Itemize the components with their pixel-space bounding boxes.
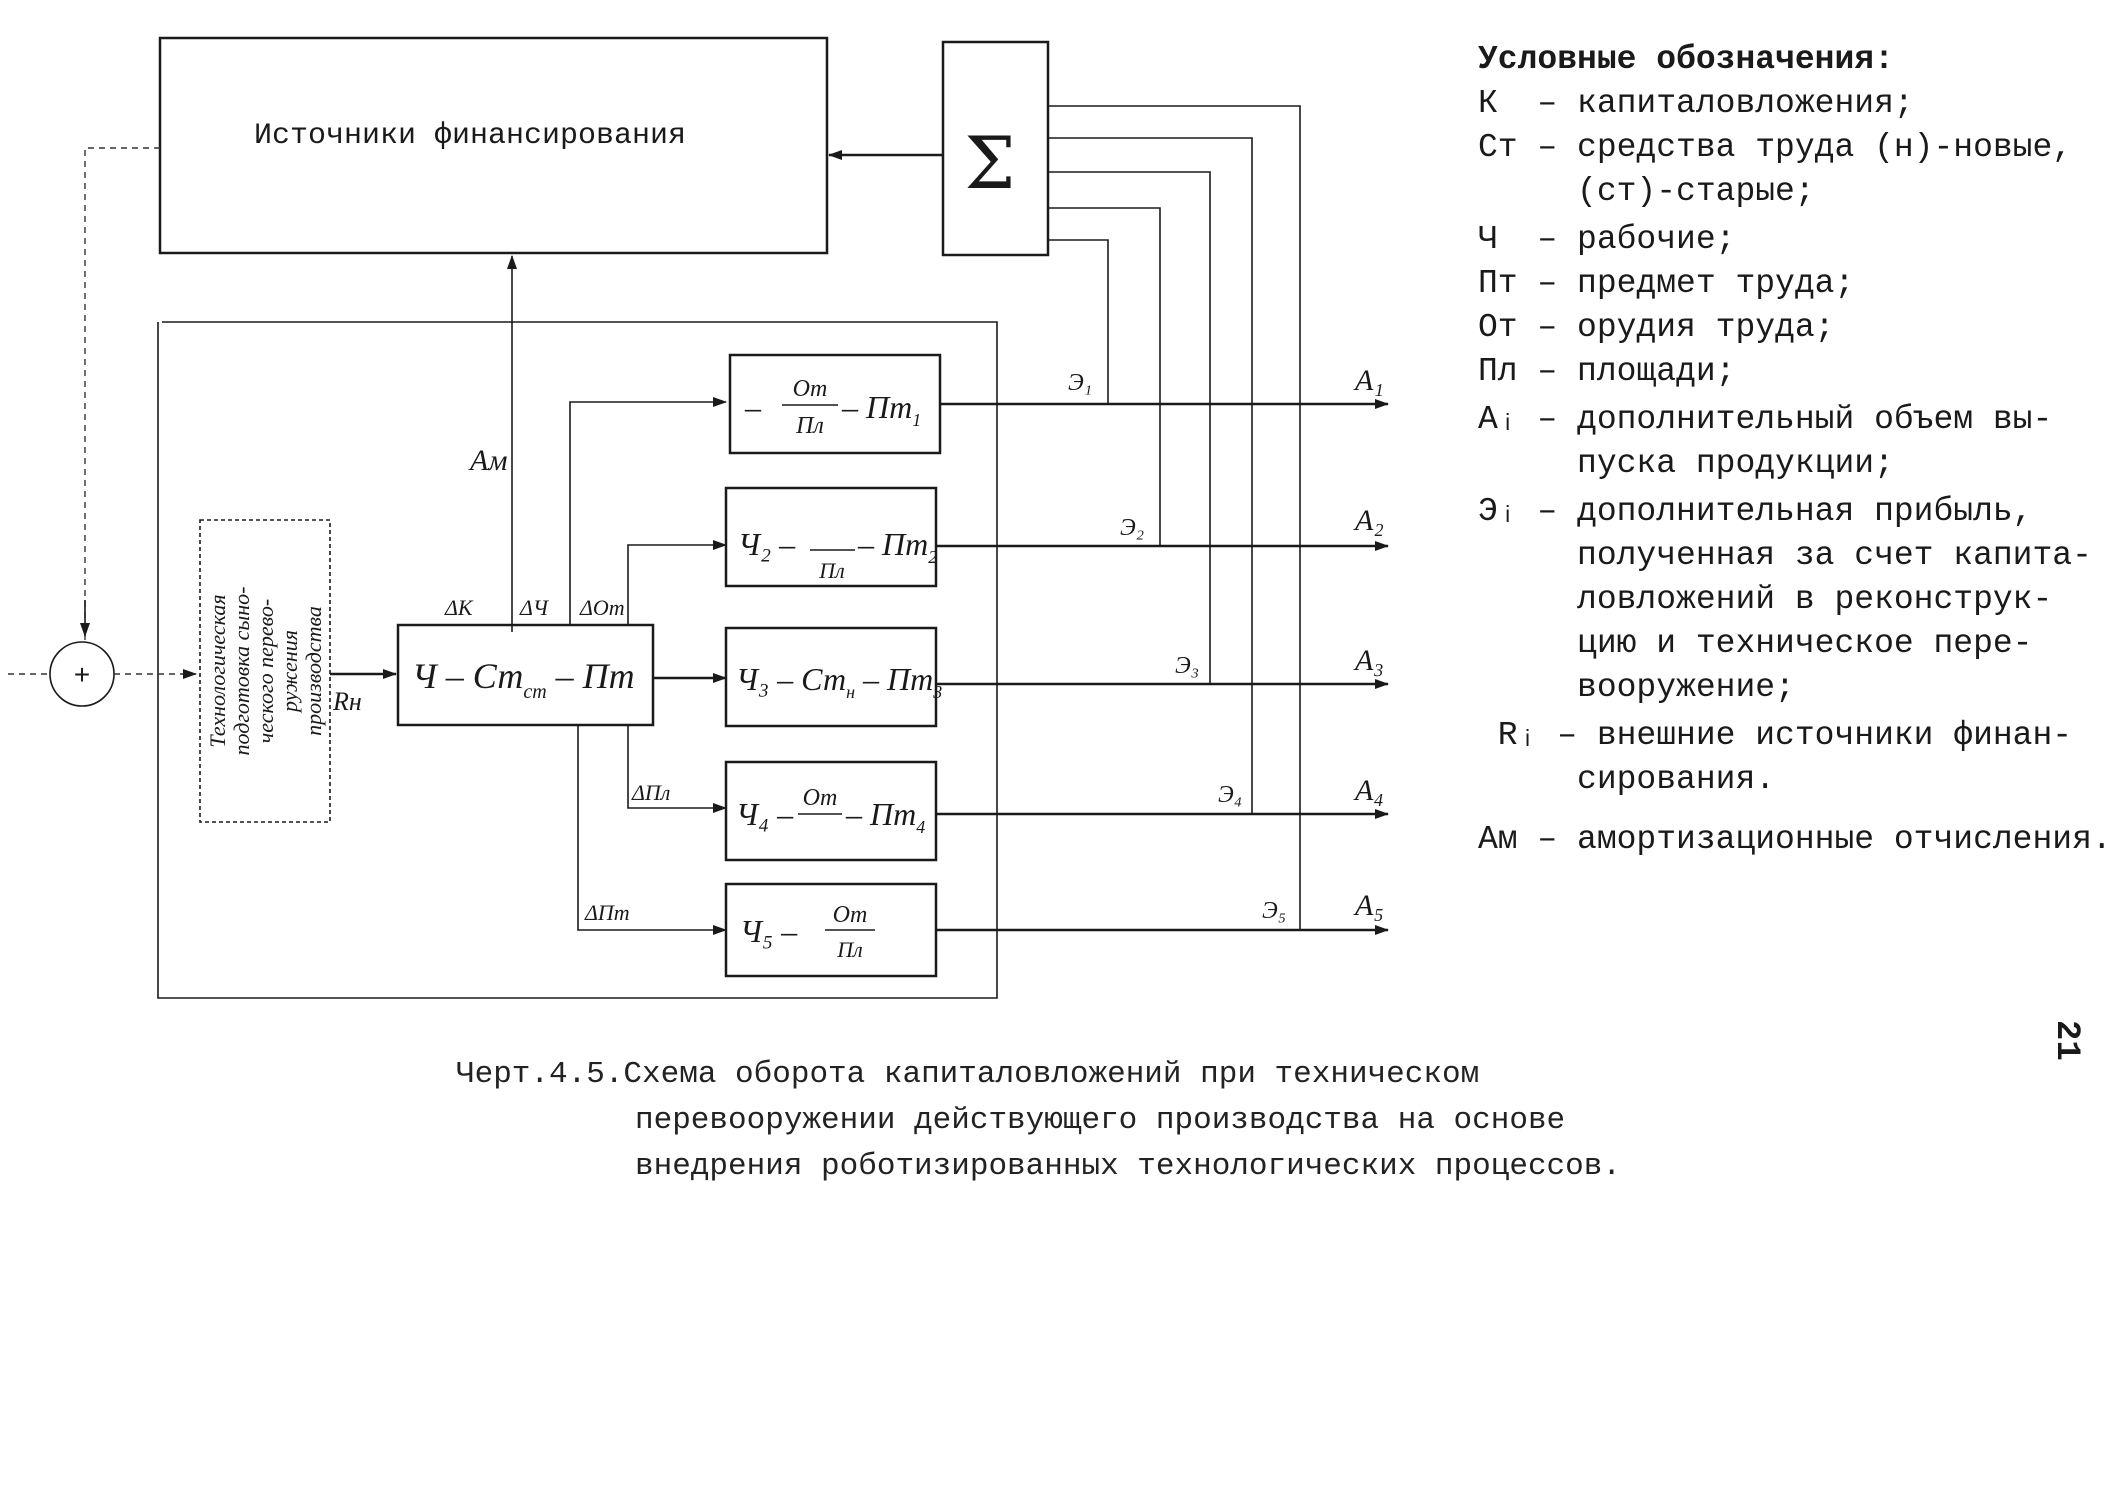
delta-pt-label: ΔПт	[584, 900, 630, 925]
legend-line-1: К – капиталовложения;	[1478, 85, 1914, 122]
external-sources-loop	[84, 147, 160, 640]
legend-line-13: цию и техническое пере-	[1478, 625, 2033, 662]
branch-line-1	[569, 397, 727, 625]
caption-line-3: внедрения роботизированных технологическ…	[635, 1149, 1621, 1184]
legend-line-4: Ч – рабочие;	[1478, 221, 1735, 258]
e-label-5: Э₅	[1262, 898, 1286, 924]
financing-sources-box	[158, 36, 829, 255]
e-label-1: Э₁	[1068, 370, 1092, 396]
legend-line-9: пуска продукции;	[1478, 445, 1894, 482]
svg-text:–: –	[744, 389, 762, 425]
legend-line-7: Пл – площади;	[1478, 353, 1735, 390]
sum-box	[941, 40, 1050, 257]
svg-text:– Пт2: – Пт2	[857, 526, 937, 567]
svg-text:Oт: Oт	[793, 376, 828, 402]
branch-box-5: Ч₅ – Oт Пл	[724, 882, 938, 978]
a-label-5: A₅	[1353, 889, 1384, 922]
caption-line-2: перевооружении действующего производства…	[635, 1103, 1565, 1138]
return-line-5	[1048, 105, 1301, 930]
legend-title: Условные обозначения:	[1478, 41, 1894, 78]
enterprise-boundary	[157, 321, 998, 999]
return-line-1	[1048, 239, 1109, 404]
branch-box-1: – Oт Пл – Пт1	[728, 353, 942, 455]
delta-pl-label: ΔПл	[631, 780, 670, 805]
return-line-4	[1048, 137, 1253, 814]
legend-line-16: сирования.	[1478, 761, 1775, 798]
svg-text:Ч₄ –: Ч₄ –	[736, 796, 794, 832]
svg-text:Oт: Oт	[833, 902, 868, 928]
tech-prep-line-2: подготовка сыно-	[229, 586, 254, 755]
page-number: 21	[2047, 1020, 2085, 1061]
tech-prep-line-5: производства	[301, 606, 326, 736]
branch-line-2	[627, 540, 727, 625]
branch-box-4: Ч₄ – Oт – Пт4	[724, 760, 938, 862]
svg-text:Ч₂ –: Ч₂ –	[738, 526, 796, 562]
legend-line-11: полученная за счет капита-	[1478, 537, 2092, 574]
branch-line-4	[627, 725, 727, 813]
legend-line-6: От – орудия труда;	[1478, 309, 1834, 346]
branch-line-5	[577, 725, 727, 935]
amortization-label: Ам	[468, 444, 507, 477]
svg-text:Пл: Пл	[836, 937, 862, 962]
a-label-4: A₄	[1353, 774, 1384, 807]
legend-line-14: вооружение;	[1478, 669, 1795, 706]
legend-line-17: Ам – амортизационные отчисления.	[1478, 821, 2112, 858]
legend: Условные обозначения: К – капиталовложен…	[1478, 41, 2112, 858]
svg-text:– Пт1: – Пт1	[841, 389, 921, 430]
center-box-label: Ч – Стст – Пт	[412, 656, 635, 703]
svg-text:Ч₅ –: Ч₅ –	[740, 913, 798, 949]
svg-text:Ч₃ – Стн – Пт3: Ч₃ – Стн – Пт3	[736, 661, 942, 702]
tech-prep-line-3: ческого перево-	[253, 599, 278, 743]
e-label-4: Э₄	[1218, 782, 1242, 808]
svg-text:– Пт4: – Пт4	[845, 796, 925, 837]
legend-line-3: (ст)-старые;	[1478, 173, 1815, 210]
financing-sources-label: Источники финансирования	[254, 119, 686, 153]
return-line-2	[1048, 207, 1161, 546]
delta-k-label: ΔК	[444, 595, 474, 620]
legend-line-2: Ст – средства труда (н)-новые,	[1478, 129, 2072, 166]
a-label-2: A₂	[1353, 504, 1384, 537]
tech-prep-line-1: Технологическая	[205, 594, 230, 747]
svg-text:Пл: Пл	[818, 558, 844, 583]
a-label-3: A₃	[1353, 644, 1384, 677]
legend-line-5: Пт – предмет труда;	[1478, 265, 1854, 302]
legend-line-8: Aᵢ – дополнительный объем вы-	[1478, 401, 2052, 438]
tech-preparation-box	[199, 519, 331, 823]
caption-line-1: Черт.4.5.Схема оборота капиталовложений …	[456, 1057, 1479, 1092]
delta-ch-label: ΔЧ	[519, 595, 550, 620]
e-label-3: Э₃	[1175, 653, 1199, 679]
return-line-3	[1048, 171, 1211, 684]
branch-box-3: Ч₃ – Стн – Пт3	[724, 626, 942, 728]
summation-plus: +	[74, 662, 91, 693]
sum-symbol: Σ	[965, 121, 1016, 205]
delta-ot-label: ΔОт	[579, 595, 625, 620]
a-label-1: A₁	[1353, 364, 1384, 397]
svg-text:Пл: Пл	[795, 413, 824, 439]
tech-prep-line-4: ружения	[277, 630, 302, 714]
svg-text:Oт: Oт	[803, 785, 838, 811]
legend-line-10: Эᵢ – дополнительная прибыль,	[1478, 493, 2033, 530]
figure-caption: Черт.4.5.Схема оборота капиталовложений …	[456, 1057, 1621, 1184]
branch-box-2: Ч₂ – Пл – Пт2	[724, 486, 938, 588]
rc-label: Rн	[332, 687, 362, 716]
legend-line-15: Rᵢ – внешние источники финан-	[1478, 717, 2072, 754]
legend-line-12: ловложений в реконструк-	[1478, 581, 2052, 618]
center-box	[396, 623, 655, 727]
e-label-2: Э₂	[1120, 515, 1144, 541]
